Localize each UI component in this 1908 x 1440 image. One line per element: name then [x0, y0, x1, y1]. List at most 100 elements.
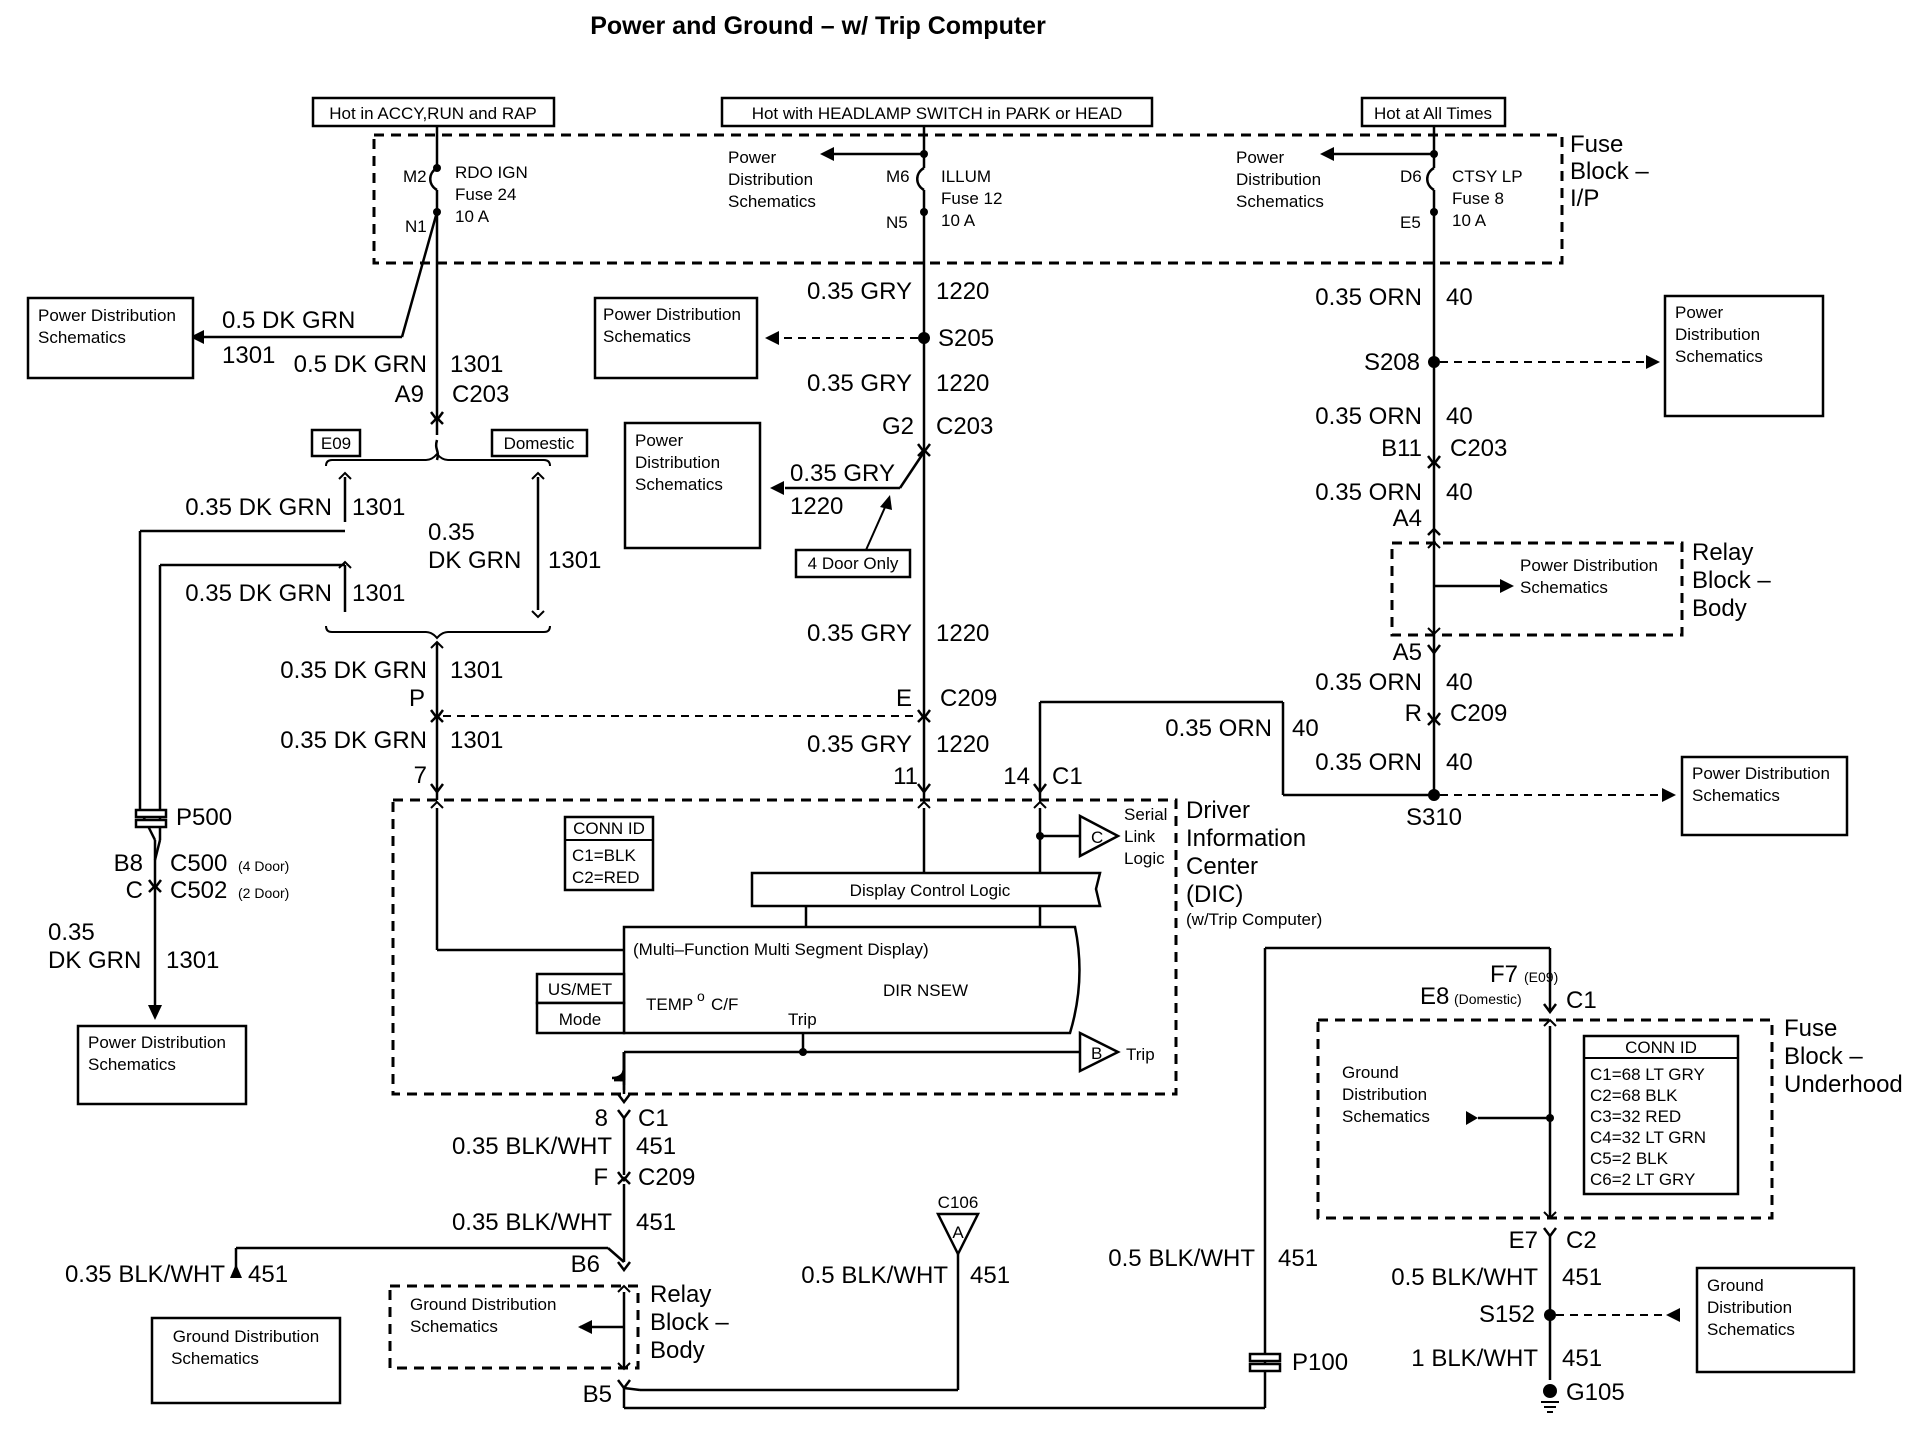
svg-text:1301: 1301	[450, 351, 503, 378]
svg-text:10 A: 10 A	[941, 211, 976, 230]
svg-text:Schematics: Schematics	[1520, 578, 1608, 597]
svg-text:0.35 GRY: 0.35 GRY	[807, 278, 912, 305]
svg-text:Fuse: Fuse	[1784, 1015, 1837, 1042]
svg-text:11: 11	[893, 763, 918, 790]
svg-text:0.35 ORN: 0.35 ORN	[1315, 284, 1422, 311]
svg-text:Underhood: Underhood	[1784, 1071, 1903, 1098]
svg-text:C4=32 LT GRN: C4=32 LT GRN	[1590, 1128, 1706, 1147]
svg-text:1301: 1301	[222, 342, 275, 369]
splice-s205	[918, 332, 930, 344]
svg-text:40: 40	[1446, 403, 1473, 430]
svg-text:Schematics: Schematics	[603, 327, 691, 346]
svg-text:R: R	[1405, 700, 1422, 727]
svg-text:M2: M2	[403, 167, 427, 186]
svg-text:B11: B11	[1381, 435, 1422, 462]
svg-text:451: 451	[636, 1209, 676, 1236]
svg-text:Trip: Trip	[1126, 1045, 1155, 1064]
svg-text:C1: C1	[1052, 763, 1083, 790]
svg-text:B5: B5	[583, 1381, 612, 1408]
pds-box-left-bottom	[76, 1024, 248, 1106]
hot-accy-label: Hot in ACCY,RUN and RAP	[329, 104, 537, 123]
svg-text:Ground Distribution: Ground Distribution	[410, 1295, 556, 1314]
svg-text:Power: Power	[1675, 303, 1724, 322]
svg-text:(Domestic): (Domestic)	[1454, 991, 1522, 1007]
svg-text:0.5 BLK/WHT: 0.5 BLK/WHT	[1108, 1245, 1255, 1272]
svg-text:C: C	[126, 877, 143, 904]
svg-text:1220: 1220	[936, 731, 989, 758]
svg-text:(DIC): (DIC)	[1186, 881, 1243, 908]
svg-text:o: o	[697, 988, 705, 1004]
hot-headlamp-box	[720, 96, 1154, 128]
svg-text:E5: E5	[1400, 213, 1421, 232]
p100-connector: P100	[1248, 1349, 1348, 1376]
svg-text:(Multi–Function Multi Segment: (Multi–Function Multi Segment Display)	[633, 940, 929, 959]
svg-text:Ground Distribution: Ground Distribution	[173, 1327, 319, 1346]
pds-box-left-top	[26, 296, 195, 380]
svg-text:10 A: 10 A	[455, 207, 490, 226]
svg-text:Fuse 8: Fuse 8	[1452, 189, 1504, 208]
svg-text:451: 451	[248, 1261, 288, 1288]
svg-text:Schematics: Schematics	[1692, 786, 1780, 805]
svg-text:C203: C203	[1450, 435, 1507, 462]
svg-text:Distribution: Distribution	[1675, 325, 1760, 344]
svg-text:Block –: Block –	[1784, 1043, 1863, 1070]
svg-text:Domestic: Domestic	[504, 434, 575, 453]
svg-text:DK GRN: DK GRN	[428, 547, 521, 574]
svg-text:1301: 1301	[352, 580, 405, 607]
hot-accy-box	[311, 96, 556, 128]
serial-link-gate	[1078, 813, 1121, 859]
svg-text:4 Door Only: 4 Door Only	[808, 554, 899, 573]
gds-box-right	[1695, 1266, 1856, 1374]
option-4door-box	[794, 548, 912, 579]
svg-text:0.35 GRY: 0.35 GRY	[807, 731, 912, 758]
svg-text:E7: E7	[1509, 1227, 1538, 1254]
svg-text:A9: A9	[395, 381, 424, 408]
relay-block-body-right	[1390, 541, 1684, 637]
svg-text:Trip: Trip	[788, 1010, 817, 1029]
svg-text:US/MET: US/MET	[548, 980, 612, 999]
svg-text:Power: Power	[635, 431, 684, 450]
svg-text:E09: E09	[321, 434, 351, 453]
splice-s208	[1428, 356, 1440, 368]
svg-text:0.35 GRY: 0.35 GRY	[807, 620, 912, 647]
svg-text:Distribution: Distribution	[1342, 1085, 1427, 1104]
svg-text:Ground: Ground	[1342, 1063, 1399, 1082]
svg-text:Body: Body	[650, 1337, 705, 1364]
svg-text:40: 40	[1292, 715, 1319, 742]
svg-text:C2: C2	[1566, 1227, 1597, 1254]
svg-text:E8: E8	[1420, 983, 1449, 1010]
hot-always-label: Hot at All Times	[1374, 104, 1492, 123]
svg-text:C/F: C/F	[711, 995, 738, 1014]
svg-text:DK GRN: DK GRN	[48, 947, 141, 974]
svg-text:Schematics: Schematics	[38, 328, 126, 347]
svg-text:Schematics: Schematics	[1707, 1320, 1795, 1339]
svg-text:CTSY LP: CTSY LP	[1452, 167, 1523, 186]
svg-text:B: B	[1091, 1044, 1102, 1063]
svg-text:S205: S205	[938, 325, 994, 352]
svg-text:451: 451	[1562, 1264, 1602, 1291]
svg-text:Schematics: Schematics	[171, 1349, 259, 1368]
svg-text:C1=68 LT GRY: C1=68 LT GRY	[1590, 1065, 1705, 1084]
svg-text:Link: Link	[1124, 827, 1156, 846]
svg-text:1301: 1301	[166, 947, 219, 974]
fuse-rdo-ign: M2 N1 RDO IGN Fuse 24 10 A	[403, 126, 528, 435]
svg-text:Serial: Serial	[1124, 805, 1167, 824]
pds-box-mid-4door	[623, 421, 762, 550]
svg-text:C502: C502	[170, 877, 227, 904]
svg-text:0.35 ORN: 0.35 ORN	[1315, 403, 1422, 430]
svg-text:C1: C1	[1566, 987, 1597, 1014]
hot-headlamp-label: Hot with HEADLAMP SWITCH in PARK or HEAD	[752, 104, 1123, 123]
option-domestic-box	[490, 428, 589, 458]
svg-text:N5: N5	[886, 213, 908, 232]
svg-text:0.35 ORN: 0.35 ORN	[1315, 479, 1422, 506]
svg-text:0.35 DK GRN: 0.35 DK GRN	[280, 657, 427, 684]
svg-text:0.35 ORN: 0.35 ORN	[1315, 749, 1422, 776]
svg-text:TEMP: TEMP	[646, 995, 693, 1014]
svg-text:E: E	[896, 685, 912, 712]
svg-text:Driver: Driver	[1186, 797, 1250, 824]
svg-text:S208: S208	[1364, 349, 1420, 376]
svg-text:A5: A5	[1393, 639, 1422, 666]
dic-conn-id-table	[563, 815, 655, 892]
svg-text:N1: N1	[405, 217, 427, 236]
splice-s152	[1544, 1309, 1556, 1321]
